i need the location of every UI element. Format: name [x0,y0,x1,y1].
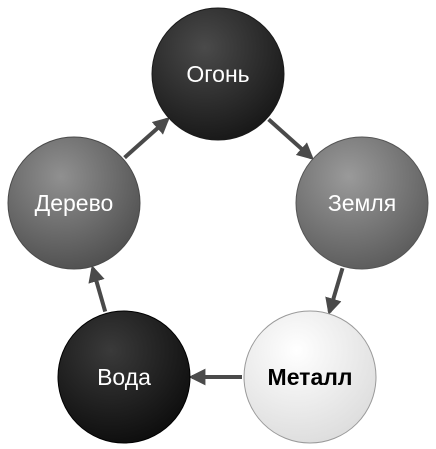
node-metal: Металл [243,310,377,444]
node-wood-label: Дерево [35,190,114,216]
node-water-label: Вода [97,364,151,390]
node-metal-circle [243,310,377,444]
arrow-fire-to-earth [267,117,314,160]
node-earth-circle [295,136,429,270]
node-metal-label: Металл [268,364,353,390]
node-wood-circle [7,136,141,270]
node-earth: Земля [295,136,429,270]
edges-layer [88,117,345,386]
node-water-circle [57,310,191,444]
node-earth-label: Земля [328,190,396,216]
node-water: Вода [57,310,191,444]
arrow-earth-to-metal [325,267,345,316]
node-fire: Огонь [151,7,285,141]
node-fire-label: Огонь [186,61,249,87]
arrow-wood-to-fire [123,117,170,160]
node-fire-circle [151,7,285,141]
node-wood: Дерево [7,136,141,270]
arrow-water-to-wood [88,265,108,313]
